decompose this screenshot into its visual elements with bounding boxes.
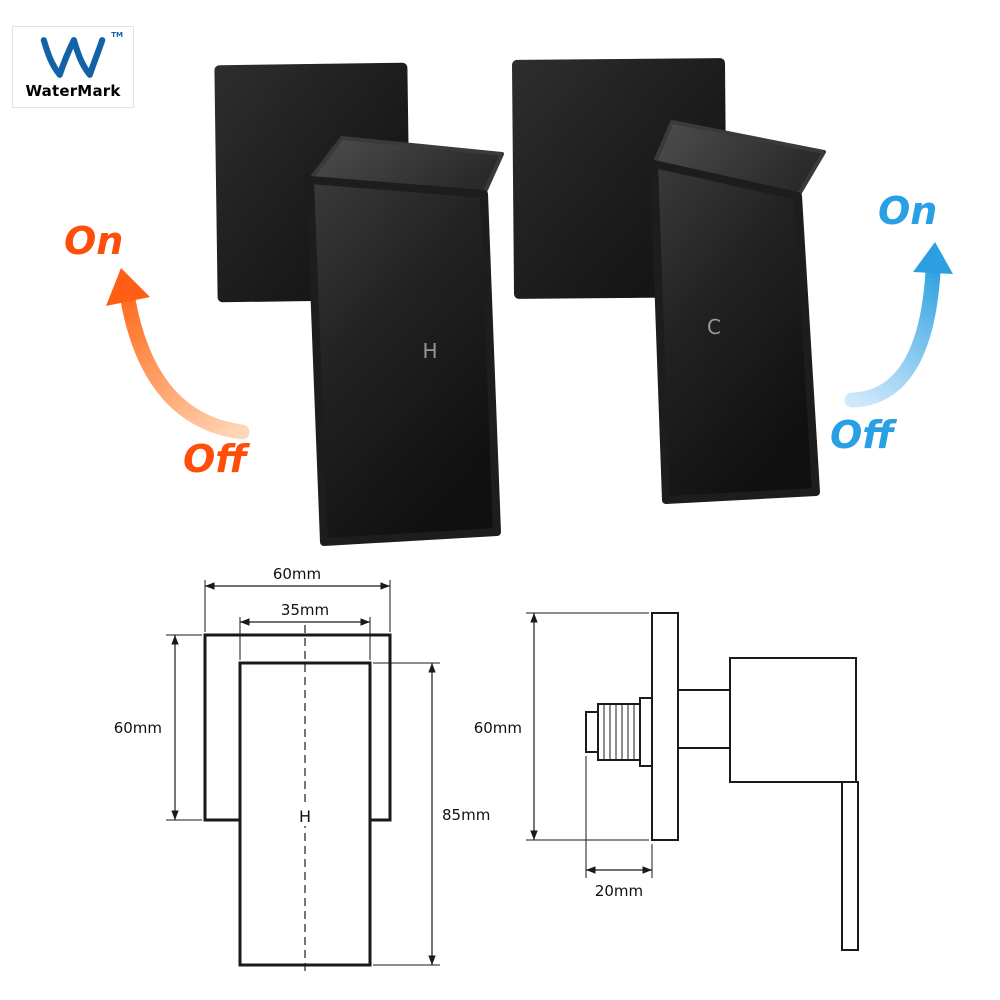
- cold-arrowhead-icon: [913, 242, 953, 274]
- hot-arrowhead-icon: [106, 268, 150, 306]
- side-handle-body: [729, 657, 857, 783]
- trademark-symbol: TM: [111, 31, 123, 39]
- side-handle-lever: [841, 781, 859, 951]
- hot-letter: H: [422, 339, 437, 363]
- cold-letter: C: [707, 315, 721, 339]
- hot-tap-handle: [306, 176, 501, 546]
- dimension-diagrams: H 60mm 35mm 60mm 85mm: [114, 565, 859, 974]
- watermark-w-icon: [40, 37, 106, 78]
- side-cartridge-cap: [585, 711, 599, 753]
- front-plate-height-label: 60mm: [114, 719, 162, 737]
- tap-photo-area: H C: [106, 58, 953, 546]
- cold-tap: C: [512, 58, 826, 504]
- side-view-diagram: 60mm 20mm: [474, 612, 859, 951]
- hot-direction-arrow: [106, 268, 250, 440]
- cold-tap-handle: [650, 160, 820, 504]
- cold-on-label: On: [878, 189, 938, 233]
- cold-direction-arrow: [844, 242, 953, 408]
- front-top-width-label: 60mm: [273, 565, 321, 583]
- watermark-certification-logo: TM WaterMark: [12, 26, 134, 108]
- front-total-height-label: 85mm: [442, 806, 490, 824]
- side-plate-outline: [651, 612, 679, 841]
- front-center-letter: H: [299, 807, 311, 826]
- watermark-logo-text: WaterMark: [25, 82, 121, 100]
- hot-tap: H: [214, 62, 504, 546]
- hot-off-label: Off: [183, 437, 247, 481]
- side-plate-height-label: 60mm: [474, 719, 522, 737]
- front-view-diagram: H 60mm 35mm 60mm 85mm: [114, 565, 490, 974]
- cold-off-label: Off: [830, 413, 894, 457]
- side-cartridge-depth-label: 20mm: [595, 882, 643, 900]
- side-cartridge-collar: [639, 697, 653, 767]
- hot-on-label: On: [64, 219, 124, 263]
- front-handle-width-label: 35mm: [281, 601, 329, 619]
- side-handle-stem: [677, 689, 731, 749]
